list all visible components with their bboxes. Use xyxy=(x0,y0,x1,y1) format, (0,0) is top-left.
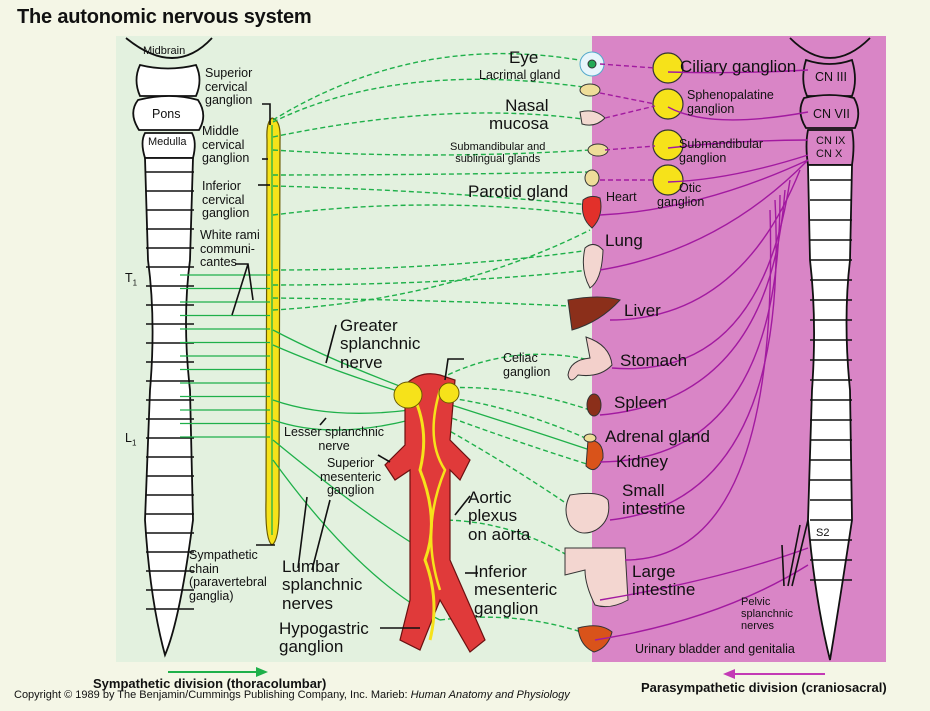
nasal-mucosa-icon xyxy=(579,110,606,126)
cn-ix-label: CN IX xyxy=(816,135,846,147)
sympathetic-postganglionic-fibers xyxy=(272,52,591,636)
bladder-icon xyxy=(577,625,613,653)
parasympathetic-legend: Parasympathetic division (craniosacral) xyxy=(641,680,887,695)
heart-icon xyxy=(581,195,602,229)
bladder-genitalia-label: Urinary bladder and genitalia xyxy=(635,642,795,656)
label-leaders xyxy=(231,103,809,629)
cn-iii-label: CN III xyxy=(815,70,847,84)
cn-x-label: CN X xyxy=(816,148,843,160)
liver-label: Liver xyxy=(624,301,661,320)
right-cord-segments xyxy=(810,179,852,581)
eye-label: Eye xyxy=(509,48,539,67)
kidney-icon xyxy=(585,439,604,471)
cn-vii-label: CN VII xyxy=(813,107,850,121)
lacrimal-gland-icon xyxy=(579,83,601,97)
stomach-icon xyxy=(567,336,613,381)
parotid-gland-label: Parotid gland xyxy=(468,182,569,201)
organ-icons xyxy=(564,51,629,653)
kidney-label: Kidney xyxy=(616,452,668,471)
parasympathetic-fibers xyxy=(594,69,809,641)
lung-label: Lung xyxy=(605,231,643,250)
left-cord-segments xyxy=(146,171,194,610)
parasympathetic-preganglionic-dashed xyxy=(599,63,656,181)
ciliary-ganglion-label: Ciliary ganglion xyxy=(680,57,797,76)
spleen-label: Spleen xyxy=(614,393,667,412)
parasympathetic-ganglia xyxy=(652,52,684,196)
small-intestine-icon xyxy=(565,492,610,534)
liver-icon xyxy=(567,296,621,331)
left-spinal-cord xyxy=(125,37,213,658)
right-spinal-cord xyxy=(789,37,871,661)
t1-marker: T1 xyxy=(125,271,138,288)
copyright-notice: Copyright © 1989 by The Benjamin/Cumming… xyxy=(14,689,570,701)
sympathetic-chain xyxy=(265,117,281,546)
stomach-label: Stomach xyxy=(620,351,688,370)
large-intestine-icon xyxy=(564,547,629,608)
diagram-title: The autonomic nervous system xyxy=(17,6,312,28)
adrenal-icon xyxy=(583,433,597,443)
s2-marker: S2 xyxy=(816,527,830,539)
medulla-label: Medulla xyxy=(148,136,187,148)
parotid-gland-icon xyxy=(584,169,600,187)
aorta xyxy=(384,373,486,653)
sympathetic-legend: Sympathetic division (thoracolumbar) xyxy=(93,676,327,691)
white-rami-fibers xyxy=(180,274,270,438)
l1-marker: L1 xyxy=(125,431,137,448)
lacrimal-gland-label: Lacrimal gland xyxy=(479,68,561,82)
sympathetic-legend-arrow xyxy=(168,667,268,677)
heart-label: Heart xyxy=(606,190,637,204)
lung-icon xyxy=(582,244,604,289)
midbrain-label: Midbrain xyxy=(143,45,186,57)
parasympathetic-legend-arrow xyxy=(723,669,825,679)
adrenal-gland-label: Adrenal gland xyxy=(605,427,710,446)
pons-label: Pons xyxy=(152,107,181,121)
spleen-icon xyxy=(586,393,602,417)
